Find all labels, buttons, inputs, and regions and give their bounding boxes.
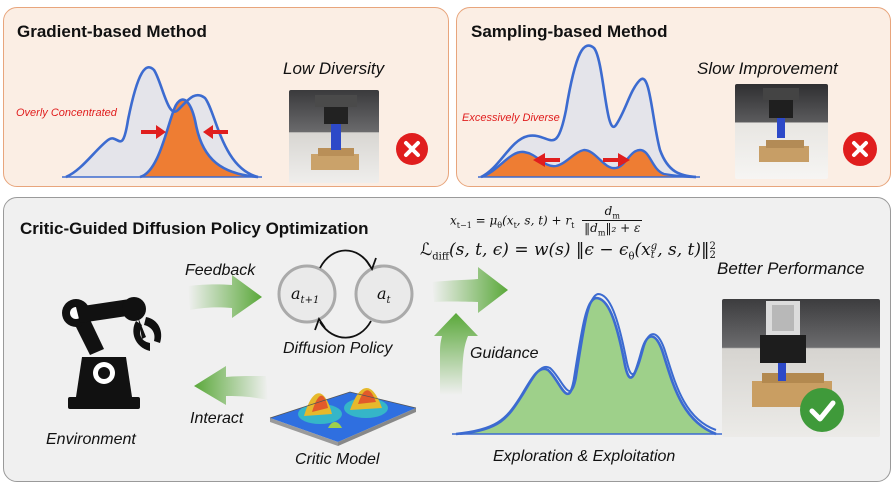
eq1-mid: = μ: [471, 213, 498, 228]
eq1-args: (x: [502, 213, 514, 228]
critic-surface-plot: [269, 387, 417, 446]
eq2-body: (s, t, ϵ) = w(s) ‖ϵ − ϵ: [448, 240, 629, 260]
robot-arm-icon: [62, 297, 162, 409]
eq2-x-sup: g: [650, 240, 658, 252]
node-a-next: at+1: [291, 284, 319, 306]
node-a-next-main: a: [291, 284, 301, 303]
overly-concentrated-label: Overly Concentrated: [16, 107, 117, 119]
eq2-x-sub: t: [650, 249, 655, 261]
node-a-current-main: a: [377, 284, 387, 303]
eq2-pow: 2: [709, 240, 716, 252]
node-a-current-sub: t: [386, 295, 391, 307]
sampling-method-title: Sampling-based Method: [471, 22, 668, 41]
environment-label: Environment: [46, 431, 136, 448]
eq1-den-sub: m: [597, 228, 606, 238]
gradient-method-title: Gradient-based Method: [17, 22, 207, 41]
close-icon: [396, 133, 428, 165]
eq2-eps-sub: θ: [628, 251, 635, 263]
eq1-numerator: dm: [582, 204, 643, 222]
eq1-den: ‖d: [584, 221, 598, 236]
eq2-L-sub: diff: [432, 251, 449, 263]
excessively-diverse-label: Excessively Diverse: [462, 112, 560, 124]
eq1-denominator: ‖dm‖₂ + ε: [582, 221, 642, 237]
eq1-r-sub: t: [571, 220, 575, 230]
cgdpo-title: Critic-Guided Diffusion Policy Optimizat…: [20, 219, 369, 238]
node-a-next-sub: t+1: [300, 295, 320, 307]
slow-improvement-label: Slow Improvement: [697, 59, 838, 78]
guidance-label: Guidance: [470, 345, 539, 362]
robot-photo-low-diversity: [289, 90, 379, 183]
feedback-label: Feedback: [185, 262, 256, 279]
better-performance-label: Better Performance: [717, 259, 865, 278]
eq1-fraction: dm ‖dm‖₂ + ε: [582, 204, 643, 238]
node-a-current: at: [377, 284, 391, 306]
eq2-tail: (x: [634, 240, 651, 260]
check-icon: [800, 388, 844, 432]
eq1-rest: , s, t) + r: [516, 213, 572, 228]
eq1-num-sub: m: [612, 211, 620, 221]
exploration-exploitation-label: Exploration & Exploitation: [493, 448, 676, 465]
eq1-lhs-sub: t−1: [456, 220, 472, 230]
robot-photo-slow-improvement: [735, 84, 828, 179]
eq2-L: ℒ: [420, 240, 433, 260]
eq1-lhs: x: [450, 213, 457, 228]
eq1-den-tail: ‖₂ + ε: [605, 221, 641, 236]
diffusion-policy-label: Diffusion Policy: [283, 340, 393, 357]
eq1-args-sub: t: [513, 220, 517, 230]
eq2-norm-sub: 2: [709, 249, 716, 261]
critic-model-label: Critic Model: [295, 451, 380, 468]
low-diversity-label: Low Diversity: [283, 59, 385, 78]
eq1-mid-sub: θ: [497, 220, 503, 230]
interact-label: Interact: [190, 410, 244, 427]
eq1-num: d: [604, 204, 613, 218]
close-icon: [843, 132, 877, 166]
eq2-end: , s, t)‖: [657, 240, 710, 260]
update-equation: xt−1 = μθ(xt, s, t) + rt dm ‖dm‖₂ + ε: [450, 204, 643, 238]
